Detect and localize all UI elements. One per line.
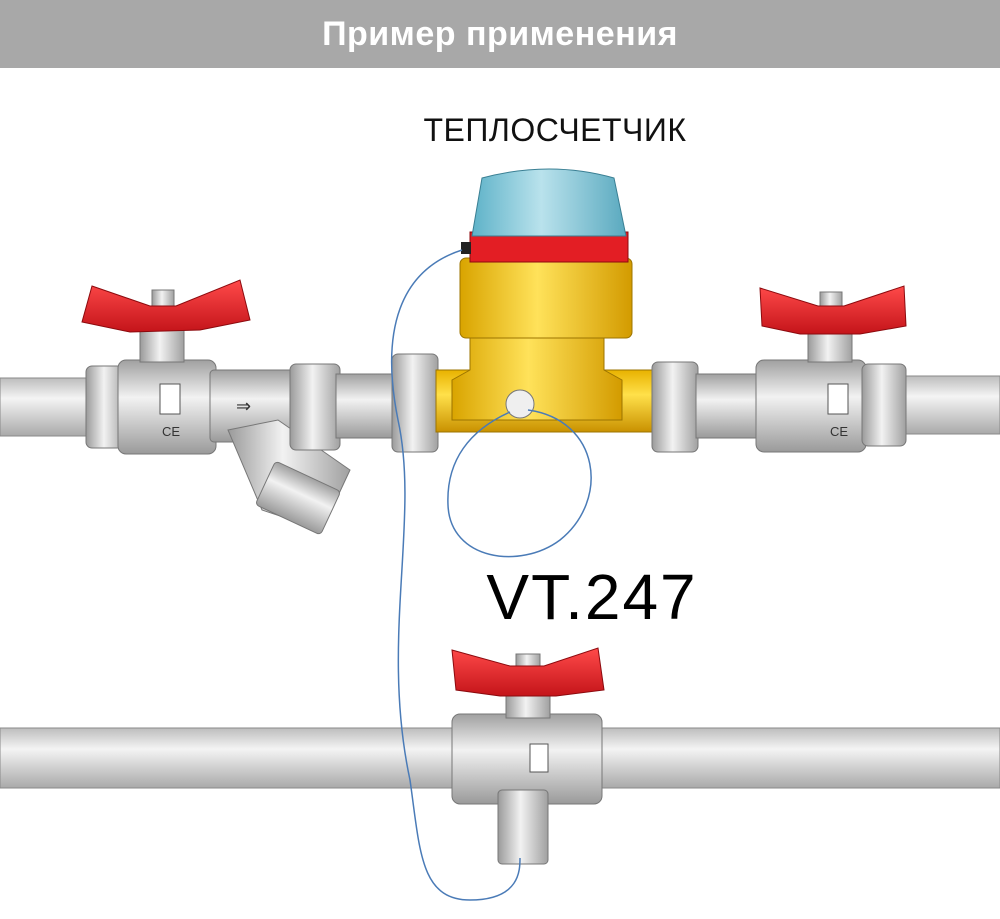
svg-text:⇒: ⇒ — [236, 396, 251, 417]
lower-pipe — [0, 727, 1000, 789]
lower-ball-valve-vt247 — [451, 647, 605, 865]
left-coupling — [289, 353, 439, 453]
model-label: VT.247 — [486, 561, 698, 633]
heat-meter — [435, 168, 661, 433]
lower-valve-handle — [451, 647, 605, 697]
header-bar: Пример применения — [0, 0, 1000, 68]
left-ball-valve: CE — [81, 279, 251, 455]
header-title: Пример применения — [322, 14, 678, 53]
right-ball-valve: CE — [755, 285, 907, 453]
sensor-wire — [391, 249, 592, 901]
left-valve-handle — [81, 279, 251, 333]
heat-meter-label: ТЕПЛОСЧЕТЧИК — [423, 112, 687, 148]
right-coupling — [651, 361, 759, 453]
y-strainer: ⇒ — [209, 369, 351, 535]
right-valve-handle — [759, 285, 907, 335]
svg-text:CE: CE — [830, 424, 848, 439]
svg-text:CE: CE — [162, 424, 180, 439]
